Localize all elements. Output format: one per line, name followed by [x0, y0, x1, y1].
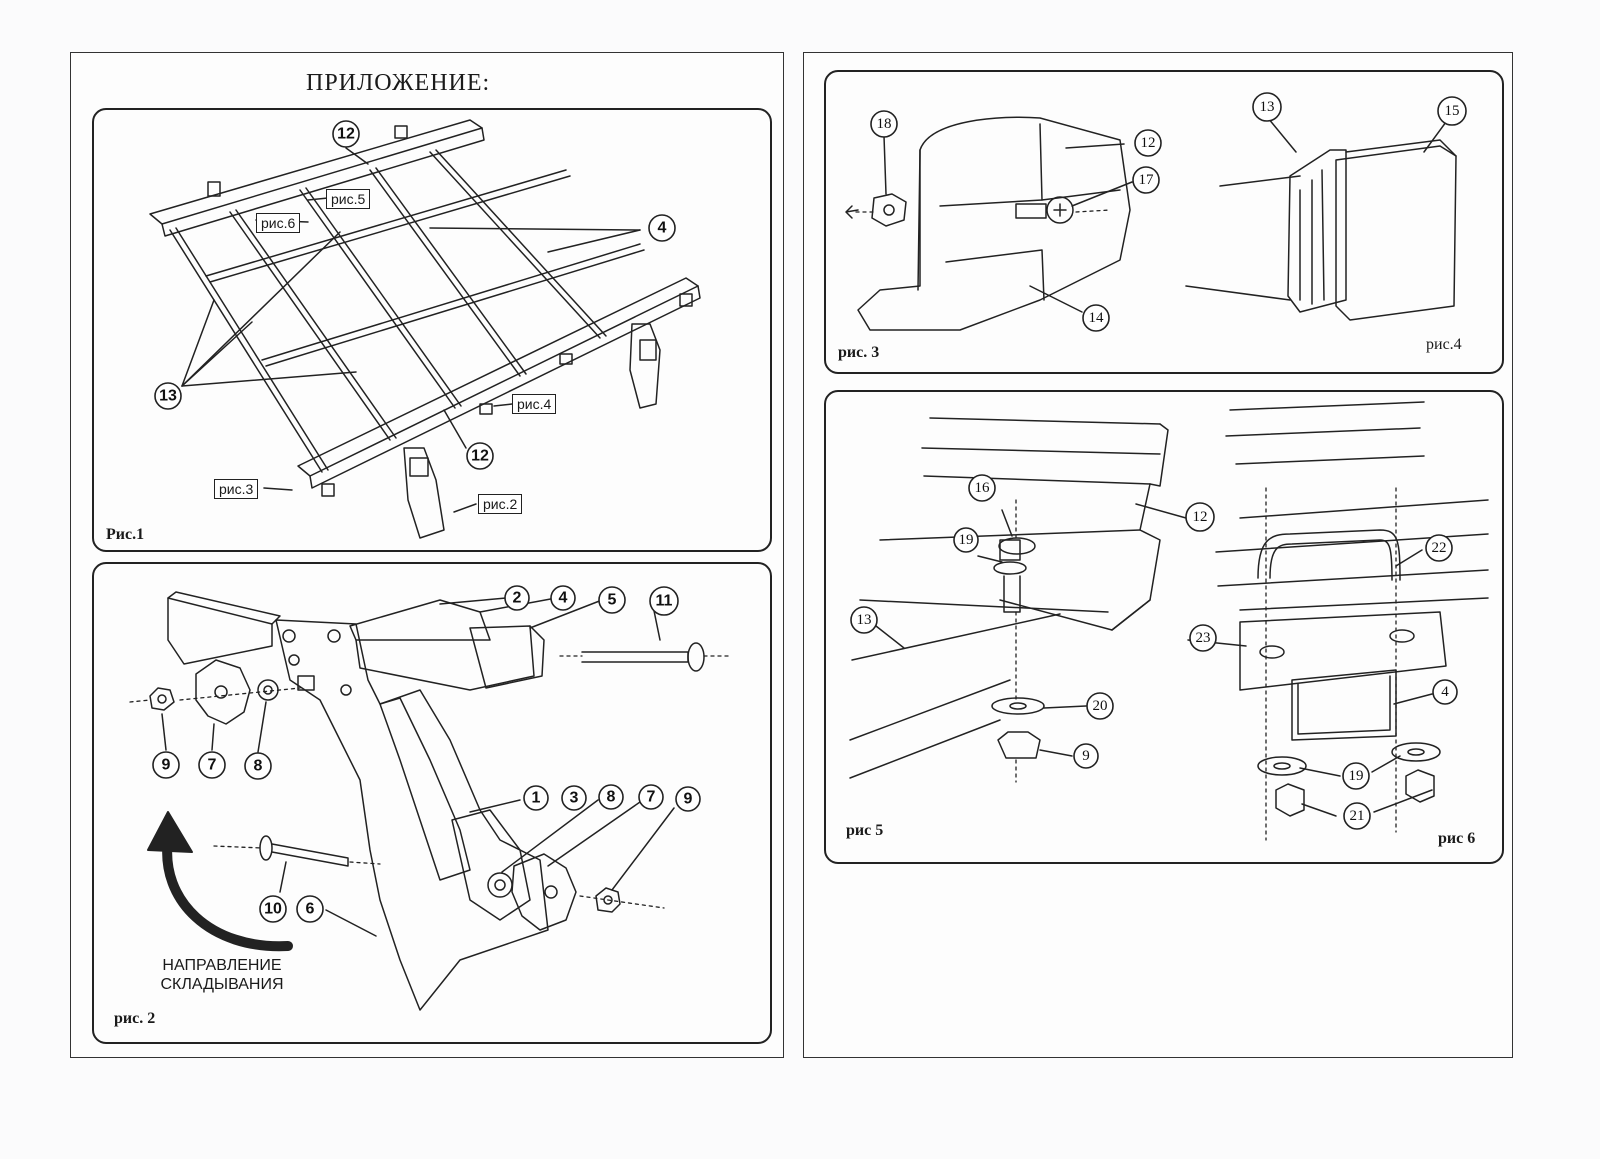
callout-fig2-9-left: 9 [162, 757, 171, 774]
caption-fig3: рис. 3 [838, 344, 880, 361]
caption-fig1: Рис.1 [106, 526, 145, 543]
callout-fig6-22: 22 [1432, 540, 1447, 556]
callout-fig3-14: 14 [1089, 310, 1105, 326]
caption-fig2: рис. 2 [114, 1010, 156, 1027]
fig2-bolt-axes [129, 655, 731, 909]
figure-6-mount-drawing [1187, 401, 1489, 817]
callout-fig2-11: 11 [656, 593, 673, 610]
caption-fig6: рис 6 [1438, 830, 1476, 847]
callout-fig3-17: 17 [1139, 172, 1155, 188]
caption-fig4: рис.4 [1426, 336, 1462, 353]
figure-2-frame [92, 562, 772, 1044]
callout-fig5-9: 9 [1082, 748, 1090, 764]
callout-fig6-23: 23 [1196, 630, 1211, 646]
callout-fig2-7-right: 7 [647, 789, 656, 806]
tag-fig2: рис.2 [478, 494, 523, 514]
tag-fig5: рис.5 [326, 189, 371, 209]
folding-line-1: НАПРАВЛЕНИЕ [162, 957, 282, 974]
callout-fig1-12-bottom: 12 [471, 448, 489, 465]
page-title: ПРИЛОЖЕНИЕ: [306, 70, 491, 96]
figure-3-4-frame [824, 70, 1504, 374]
callout-fig5-20: 20 [1093, 698, 1108, 714]
callout-fig5-19: 19 [959, 532, 974, 548]
callout-fig6-19: 19 [1349, 768, 1364, 784]
figure-5-6-frame [824, 390, 1504, 864]
callout-fig2-8-right: 8 [607, 789, 616, 806]
figure-1-frame [92, 108, 772, 552]
figure-5-profile-drawing [849, 417, 1187, 779]
figure-2-foot-drawing [147, 591, 705, 1011]
callout-fig2-10: 10 [264, 901, 282, 918]
callout-fig6-21: 21 [1350, 808, 1365, 824]
callout-fig1-4: 4 [658, 220, 667, 237]
callout-fig6-4: 4 [1441, 684, 1449, 700]
tag-fig4: рис.4 [512, 394, 557, 414]
callout-fig5-16: 16 [975, 480, 991, 496]
callout-fig5-12: 12 [1193, 509, 1208, 525]
callout-fig3-12: 12 [1141, 135, 1156, 151]
callout-fig4-15: 15 [1445, 103, 1460, 119]
callout-fig2-1: 1 [532, 790, 541, 807]
callout-fig2-8-left: 8 [254, 758, 263, 775]
tag-fig6: рис.6 [256, 213, 301, 233]
caption-fig5: рис 5 [846, 822, 884, 839]
callout-fig2-7-left: 7 [208, 757, 217, 774]
callout-fig2-3: 3 [570, 790, 579, 807]
callout-fig3-18: 18 [877, 116, 892, 132]
figure-3-endcap-drawing [845, 116, 1133, 331]
callout-fig4-13: 13 [1260, 99, 1275, 115]
callout-fig2-6: 6 [306, 901, 315, 918]
tag-fig3: рис.3 [214, 479, 259, 499]
callout-fig2-4: 4 [559, 590, 568, 607]
callout-fig2-9-right: 9 [684, 791, 693, 808]
callout-fig5-13: 13 [857, 612, 872, 628]
callout-fig1-12-top: 12 [337, 126, 355, 143]
figure-1-rack-drawing [149, 119, 701, 539]
folding-line-2: СКЛАДЫВАНИЯ [160, 976, 284, 993]
callout-fig2-2: 2 [513, 590, 522, 607]
callout-fig1-13: 13 [159, 388, 177, 405]
callout-fig2-5: 5 [608, 592, 617, 609]
folding-direction-label: НАПРАВЛЕНИЕ СКЛАДЫВАНИЯ [142, 956, 302, 994]
figure-4-plug-drawing [1185, 117, 1457, 321]
